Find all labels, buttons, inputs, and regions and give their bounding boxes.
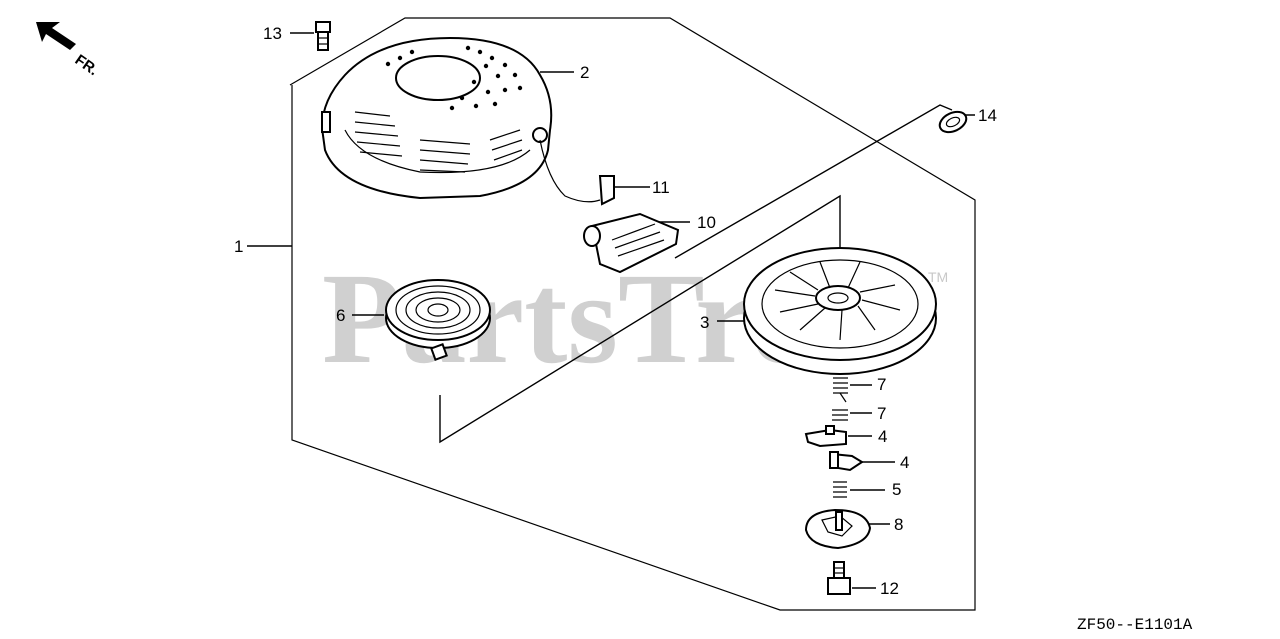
reel-3	[743, 247, 937, 375]
front-direction-arrow-icon	[36, 22, 76, 50]
grommet-14	[938, 110, 968, 134]
assembly-boundary	[289, 17, 976, 611]
callout-1: 1	[234, 237, 243, 256]
callout-4a: 4	[878, 427, 887, 446]
callout-7a: 7	[877, 375, 886, 394]
ratchet-4a	[804, 425, 847, 448]
spring-5	[833, 481, 847, 498]
recoil-cover-2	[320, 36, 553, 200]
callout-7b: 7	[877, 404, 886, 423]
ratchet-4b	[829, 451, 864, 472]
callout-3: 3	[700, 313, 709, 332]
starter-rope-11	[539, 139, 615, 206]
bolt-13	[315, 21, 331, 51]
starter-grip-10	[583, 212, 680, 274]
front-direction-label: FR.	[72, 51, 102, 79]
friction-plate-8	[804, 508, 872, 550]
leader-lines	[247, 32, 975, 589]
callout-12: 12	[880, 579, 899, 598]
callout-4b: 4	[900, 453, 909, 472]
spiral-spring-6	[385, 279, 491, 361]
callout-8: 8	[894, 515, 903, 534]
spring-7a	[833, 377, 848, 403]
callout-6: 6	[336, 306, 345, 325]
diagram-code: ZF50--E1101A	[1077, 616, 1193, 634]
callout-14: 14	[978, 106, 997, 125]
watermark-tm: TM	[928, 269, 948, 285]
callout-11: 11	[652, 178, 670, 197]
callout-10: 10	[697, 213, 716, 232]
bolt-12	[827, 561, 851, 595]
callout-2: 2	[580, 63, 589, 82]
callout-13: 13	[263, 24, 282, 43]
spring-7b	[832, 409, 848, 421]
callout-5: 5	[892, 480, 901, 499]
